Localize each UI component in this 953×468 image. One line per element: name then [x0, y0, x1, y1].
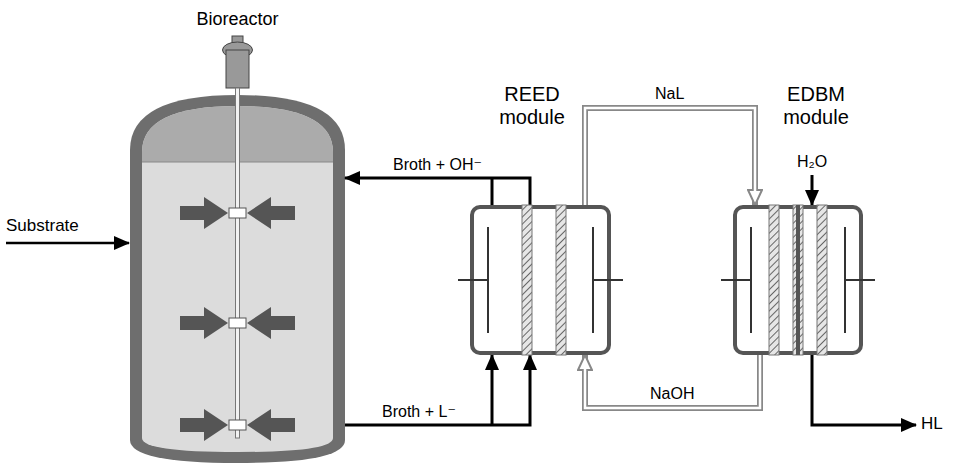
ion-exchange-membrane: [522, 205, 532, 355]
module-stack: [733, 205, 863, 355]
impeller: [180, 307, 295, 339]
flow-line: [345, 178, 530, 205]
substrate-arrow: [6, 242, 129, 245]
impeller-blade: [180, 409, 228, 441]
node-heading: Bioreactor: [130, 9, 345, 30]
node-heading: REED module: [482, 83, 582, 129]
bioreactor-vessel: Bioreactor: [130, 85, 345, 462]
flow-label: Broth + L⁻: [382, 403, 456, 421]
reed-module: REED module: [470, 205, 611, 355]
bipolar-core: [796, 205, 800, 355]
impeller-blade: [180, 307, 228, 339]
impeller: [180, 197, 295, 229]
flow-line: [491, 178, 494, 205]
product-label: HL: [921, 414, 943, 434]
stream-label: H₂O: [797, 153, 827, 171]
module-stack: [470, 205, 611, 355]
impeller-hub: [229, 208, 246, 218]
flow-label: NaOH: [650, 385, 694, 403]
flow-line: [491, 355, 494, 425]
ion-exchange-membrane: [556, 205, 566, 355]
electrode-lead: [721, 279, 751, 281]
ion-exchange-membrane: [793, 205, 803, 355]
flow-label: NaL: [655, 85, 684, 103]
flow-line-inner: [585, 108, 755, 205]
flow-line: [345, 355, 530, 425]
flow-connector: [345, 178, 530, 205]
flow-line-inner: [585, 355, 760, 408]
motor-body: [226, 50, 249, 88]
water-arrow: [811, 175, 814, 205]
flow-line-outer: [585, 108, 755, 205]
impeller: [180, 409, 295, 441]
ion-exchange-membrane: [817, 205, 827, 355]
impeller-blade: [247, 409, 295, 441]
edbm-module: EDBM module: [733, 205, 863, 355]
electrode-lead: [593, 279, 623, 281]
stirrer-shaft: [236, 88, 240, 438]
electrode-lead: [458, 279, 488, 281]
flow-line-outer: [585, 355, 760, 408]
flow-connector: [345, 355, 530, 425]
flow-connector: [585, 355, 760, 408]
impeller-blade: [247, 307, 295, 339]
product-arrow: [812, 355, 916, 425]
flow-connector: [585, 108, 755, 205]
ion-exchange-membrane: [769, 205, 779, 355]
impeller-blade: [180, 197, 228, 229]
impeller-hub: [229, 318, 246, 328]
stream-label: Substrate: [6, 216, 79, 236]
electrode-lead: [845, 279, 875, 281]
bioreactor-vessel: [130, 36, 345, 463]
node-heading: EDBM module: [766, 83, 866, 129]
flow-label: Broth + OH⁻: [393, 156, 482, 174]
impeller-blade: [247, 197, 295, 229]
impeller-hub: [229, 420, 246, 430]
